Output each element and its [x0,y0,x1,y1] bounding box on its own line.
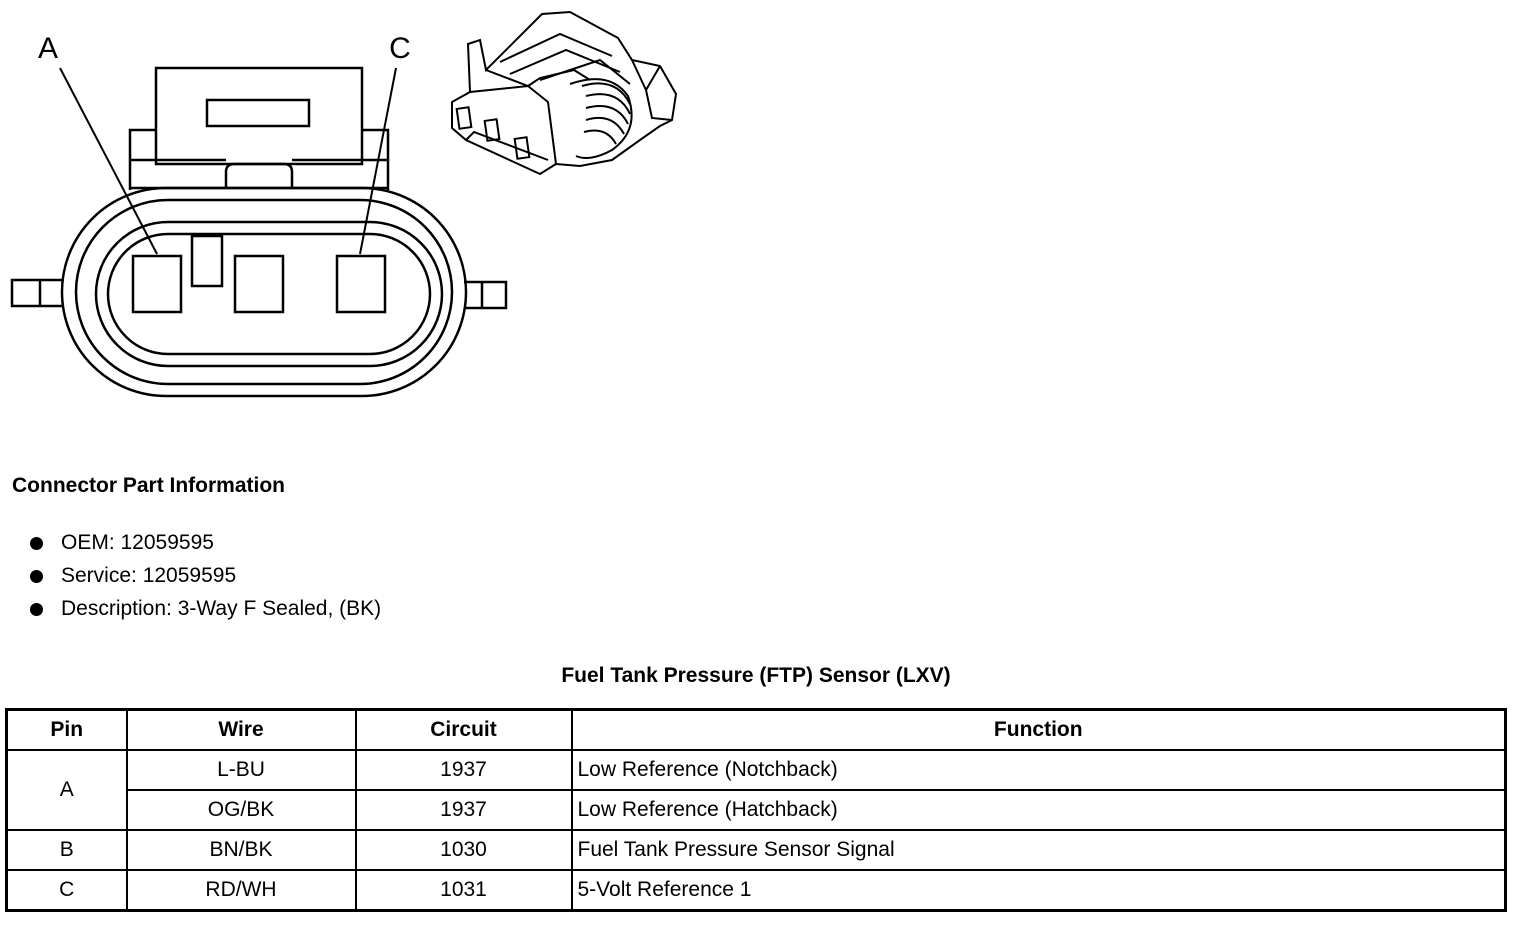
cell-function: Low Reference (Notchback) [570,749,1507,791]
table-row: OG/BK 1937 Low Reference (Hatchback) [7,789,1507,831]
list-item: Description: 3-Way F Sealed, (BK) [30,595,381,628]
header-function: Function [570,708,1507,751]
bullet-icon [30,603,43,616]
connector-side-tabs [10,278,508,310]
table-title: Fuel Tank Pressure (FTP) Sensor (LXV) [561,664,951,687]
cell-circuit: 1937 [354,749,573,791]
terminal-cavity-c [335,254,387,314]
cell-wire: OG/BK [125,789,357,831]
cell-function: Fuel Tank Pressure Sensor Signal [570,829,1507,871]
connector-info-title: Connector Part Information [12,474,286,497]
connector-key [190,234,224,288]
list-item: OEM: 12059595 [30,529,381,562]
bullet-icon [30,537,43,550]
pin-label-c: C [389,32,411,65]
connector-diagram: A C [10,10,678,398]
cell-pin: B [5,829,128,871]
table-row: C RD/WH 1031 5-Volt Reference 1 [5,869,1507,912]
connector-info-list: OEM: 12059595 Service: 12059595 Descript… [30,529,381,628]
cell-wire: RD/WH [125,869,357,912]
cell-pin: C [5,869,128,912]
connector-latch [128,66,390,190]
terminal-cavity-b [233,254,285,314]
leader-line-c [359,67,397,255]
pinout-table: Pin Wire Circuit Function A L-BU 1937 Lo… [5,708,1507,912]
cell-circuit: 1030 [354,829,573,871]
cell-pin: A [5,749,128,831]
cell-wire: BN/BK [125,829,357,871]
bullet-icon [30,570,43,583]
connector-isometric-view [451,10,678,176]
cell-circuit: 1937 [354,789,573,831]
connector-body [60,186,468,398]
service-part-number: Service: 12059595 [61,564,237,587]
table-row: B BN/BK 1030 Fuel Tank Pressure Sensor S… [5,829,1507,871]
oem-part-number: OEM: 12059595 [61,531,214,554]
connector-description: Description: 3-Way F Sealed, (BK) [61,597,382,620]
cell-function: 5-Volt Reference 1 [570,869,1507,912]
pin-label-a: A [38,32,58,65]
list-item: Service: 12059595 [30,562,381,595]
cell-function: Low Reference (Hatchback) [570,789,1507,831]
cell-circuit: 1031 [354,869,573,912]
header-circuit: Circuit [354,708,573,751]
terminal-cavity-a [131,254,183,314]
table-row: A L-BU 1937 Low Reference (Notchback) [5,749,1507,831]
header-wire: Wire [125,708,357,751]
cell-wire: L-BU [125,749,357,791]
header-pin: Pin [5,708,128,751]
table-header-row: Pin Wire Circuit Function [5,708,1507,751]
leader-line-a [59,67,158,255]
